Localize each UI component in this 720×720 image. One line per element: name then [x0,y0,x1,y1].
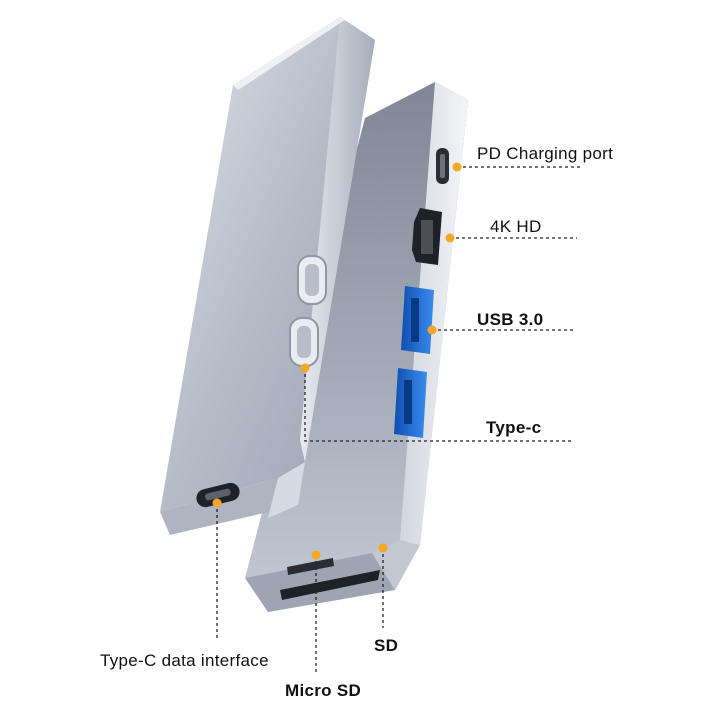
label-sd: SD [374,636,399,655]
hdmi-port-icon [412,208,442,265]
usb-port-icon [401,286,434,354]
marker-dot-hdmi [445,233,455,243]
marker-dot-pd [452,162,462,172]
pd-charging-port-icon [436,148,449,184]
leader-line-type-c [304,368,574,442]
label-micro-sd: Micro SD [285,681,362,700]
label-type-c: Type-c [486,418,542,437]
marker-dot-sd [378,543,388,553]
marker-dot-type-c [300,363,310,373]
marker-dots [212,162,462,560]
usb-port-2-icon [394,368,427,438]
marker-dot-micro-sd [311,550,321,560]
type-c-data-port-icon [196,482,240,508]
label-hdmi: 4K HD [490,217,542,236]
type-c-plug-2-icon [289,317,319,367]
label-usb: USB 3.0 [477,310,544,329]
leader-lines [216,166,580,672]
marker-dot-usb [427,325,437,335]
label-type-c-data-interface: Type-C data interface [100,651,269,670]
marker-dot-type-c-data [212,498,222,508]
micro-sd-slot-icon [287,558,334,575]
label-pd-charging: PD Charging port [477,144,614,163]
sd-slot-icon [280,570,380,600]
type-c-plug-icon [297,255,327,305]
